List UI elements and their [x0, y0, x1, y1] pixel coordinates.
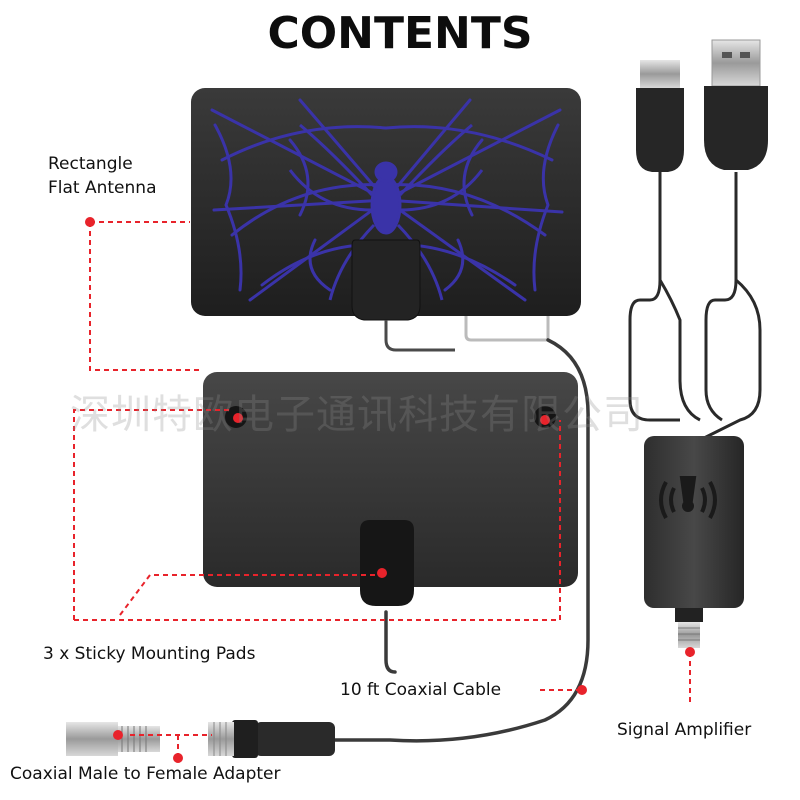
signal-icon	[659, 476, 717, 519]
label-coaxial-adapter: Coaxial Male to Female Adapter	[10, 764, 281, 784]
label-coaxial-cable: 10 ft Coaxial Cable	[340, 680, 502, 700]
callout-lines	[73, 221, 691, 762]
page-title: CONTENTS	[267, 8, 533, 59]
usb-power-cable	[628, 39, 768, 442]
flat-antenna-front	[191, 88, 581, 352]
label-signal-amplifier: Signal Amplifier	[617, 720, 752, 740]
spider-emblem	[288, 123, 484, 301]
callout-dots	[85, 217, 695, 763]
f-connector	[208, 720, 335, 758]
spider-web-pattern	[210, 98, 564, 302]
label-mounting-pads: 3 x Sticky Mounting Pads	[43, 644, 256, 664]
coaxial-adapter	[66, 722, 160, 756]
flat-antenna-back	[203, 372, 578, 606]
coaxial-cable	[328, 338, 590, 743]
signal-amplifier	[644, 436, 744, 648]
label-flat-antenna: Rectangle Flat Antenna	[48, 154, 157, 198]
